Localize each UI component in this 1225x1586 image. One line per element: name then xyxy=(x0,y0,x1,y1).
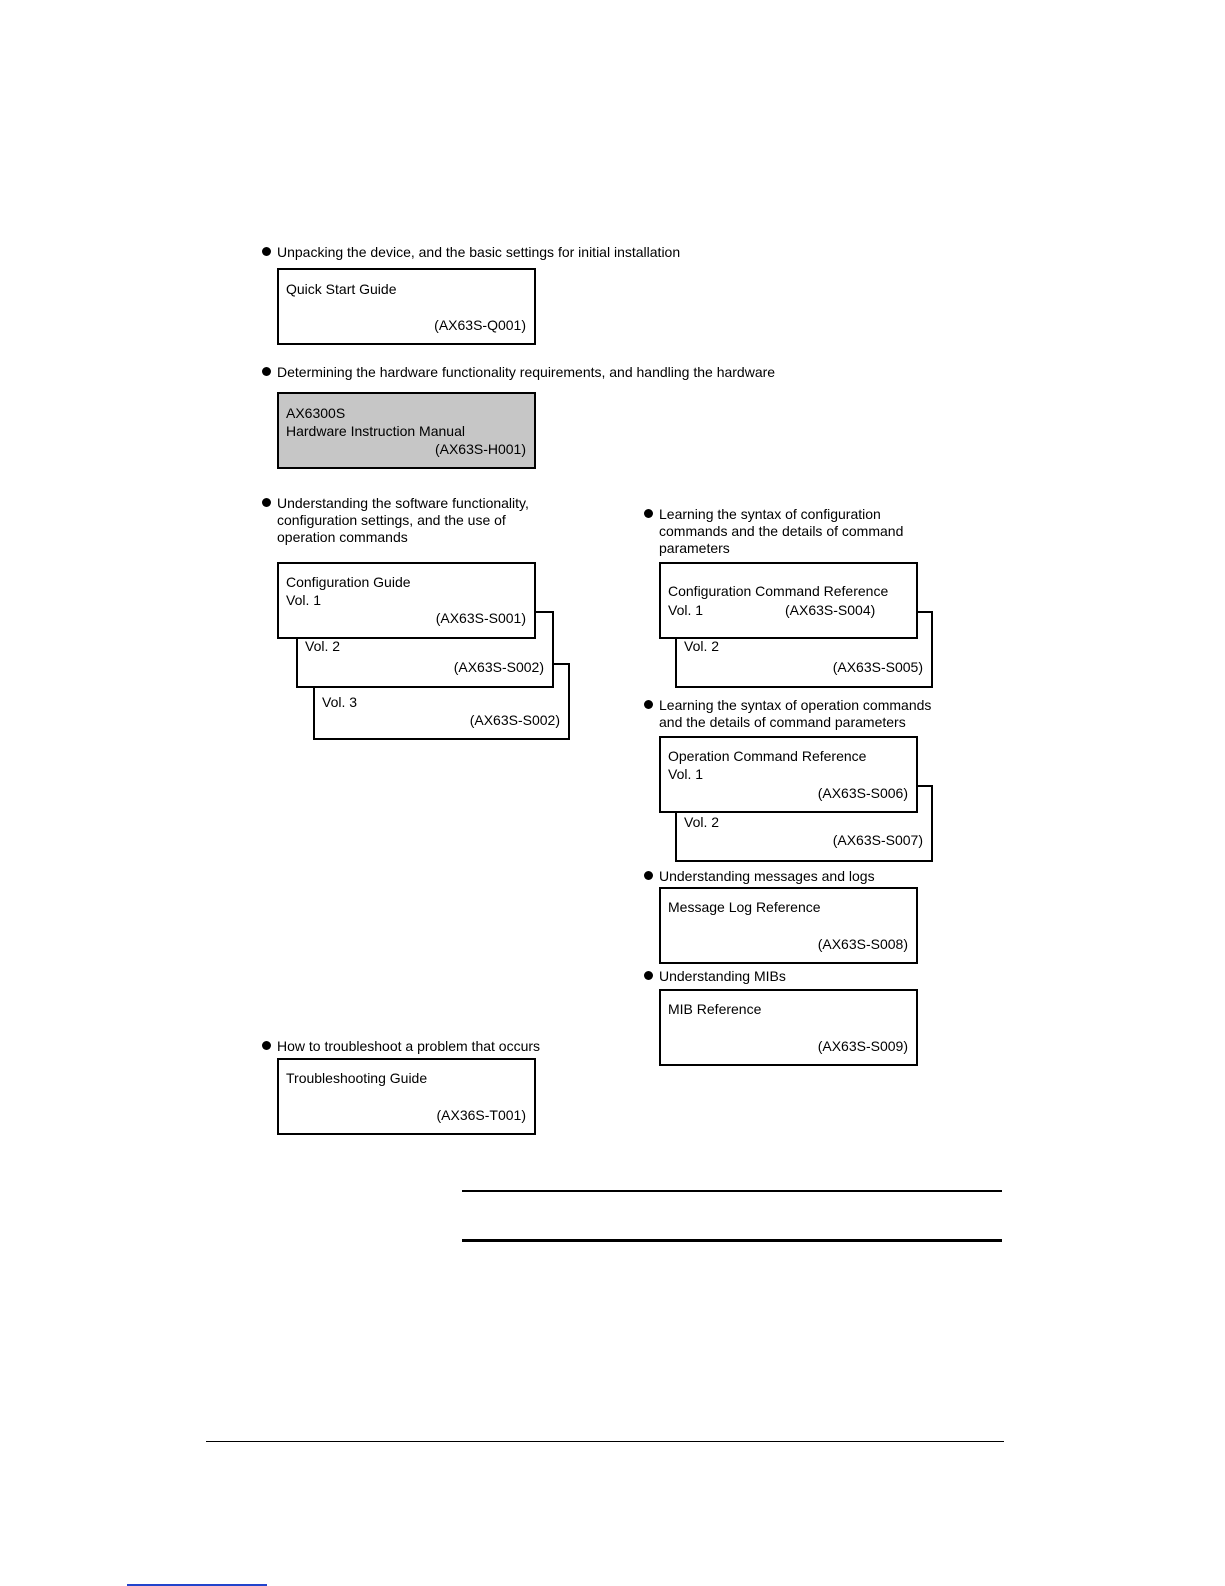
box-title-line1: AX6300S xyxy=(286,405,346,421)
box-vol: Vol. 1 xyxy=(668,602,704,618)
bullet-dot-icon xyxy=(262,498,271,507)
box-title: Quick Start Guide xyxy=(286,281,397,297)
box-code: (AX63S-S004) xyxy=(785,602,876,618)
box-title-line2: Hardware Instruction Manual xyxy=(286,423,465,439)
bullet-quick-start: Unpacking the device, and the basic sett… xyxy=(262,244,680,261)
box-config-guide-vol1: Configuration Guide Vol. 1 (AX63S-S001) xyxy=(277,562,536,639)
bullet-config-cmd-ref: Learning the syntax of configuration com… xyxy=(644,506,903,557)
box-vol: Vol. 3 xyxy=(322,694,358,710)
box-vol: Vol. 1 xyxy=(668,766,704,782)
box-code: (AX63S-H001) xyxy=(434,441,526,457)
box-vol: Vol. 2 xyxy=(305,638,341,654)
box-title: MIB Reference xyxy=(668,1001,762,1017)
bullet-hardware: Determining the hardware functionality r… xyxy=(262,364,775,381)
box-vol: Vol. 1 xyxy=(286,592,322,608)
bullet-dot-icon xyxy=(262,247,271,256)
box-message-log-ref: Message Log Reference (AX63S-S008) xyxy=(659,887,918,964)
box-code: (AX63S-S001) xyxy=(435,610,526,626)
box-code: (AX63S-S002) xyxy=(453,659,544,675)
footer-rule xyxy=(206,1441,1004,1442)
box-code: (AX63S-S009) xyxy=(817,1038,908,1054)
box-config-cmd-ref-vol1: Configuration Command Reference Vol. 1 (… xyxy=(659,562,918,639)
box-code: (AX63S-S005) xyxy=(832,659,923,675)
box-code: (AX63S-S006) xyxy=(817,785,908,801)
box-title: Message Log Reference xyxy=(668,899,821,915)
box-code: (AX63S-S002) xyxy=(469,712,560,728)
bullet-dot-icon xyxy=(644,509,653,518)
box-code: (AX36S-T001) xyxy=(436,1107,526,1123)
bullet-dot-icon xyxy=(644,871,653,880)
box-vol: Vol. 2 xyxy=(684,638,720,654)
bullet-op-cmd-ref: Learning the syntax of operation command… xyxy=(644,697,931,731)
bullet-dot-icon xyxy=(644,971,653,980)
box-title: Troubleshooting Guide xyxy=(286,1070,428,1086)
divider-top xyxy=(462,1190,1002,1192)
box-op-cmd-ref-vol1: Operation Command Reference Vol. 1 (AX63… xyxy=(659,736,918,813)
bullet-message-log: Understanding messages and logs xyxy=(644,868,875,885)
box-vol: Vol. 2 xyxy=(684,814,720,830)
box-troubleshooting-guide: Troubleshooting Guide (AX36S-T001) xyxy=(277,1058,536,1135)
box-title: Configuration Guide xyxy=(286,574,411,590)
box-code: (AX63S-Q001) xyxy=(434,317,526,333)
bullet-troubleshooting: How to troubleshoot a problem that occur… xyxy=(262,1038,540,1055)
bullet-mib: Understanding MIBs xyxy=(644,968,786,985)
box-code: (AX63S-S007) xyxy=(832,832,923,848)
box-title: Configuration Command Reference xyxy=(668,583,889,599)
bullet-dot-icon xyxy=(644,700,653,709)
bullet-dot-icon xyxy=(262,367,271,376)
divider-bottom xyxy=(462,1239,1002,1242)
bullet-dot-icon xyxy=(262,1041,271,1050)
box-title: Operation Command Reference xyxy=(668,748,867,764)
box-hardware-manual: AX6300S Hardware Instruction Manual (AX6… xyxy=(277,392,536,469)
box-mib-ref: MIB Reference (AX63S-S009) xyxy=(659,989,918,1066)
bullet-config-guide: Understanding the software functionality… xyxy=(262,495,529,546)
box-code: (AX63S-S008) xyxy=(817,936,908,952)
box-quick-start-guide: Quick Start Guide (AX63S-Q001) xyxy=(277,268,536,345)
